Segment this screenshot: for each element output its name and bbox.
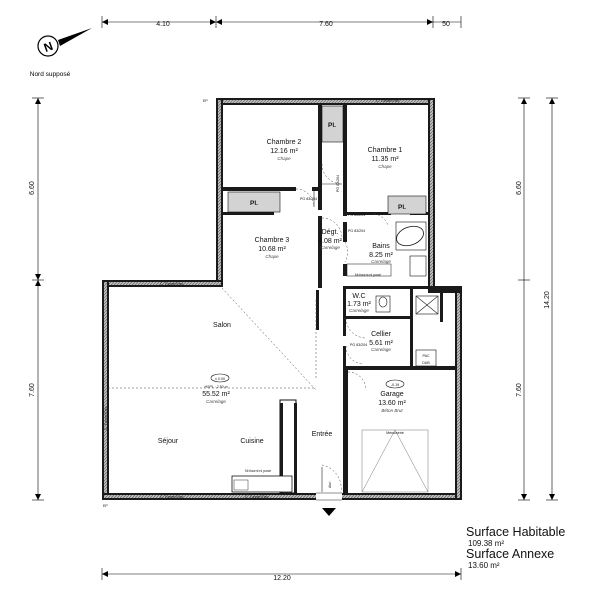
dimension-bottom: 12.20 xyxy=(101,568,462,582)
dim-right-total: 14.20 xyxy=(544,291,551,309)
dimension-top: 4.10 7.60 50 xyxy=(101,16,462,28)
sejour-name: Séjour xyxy=(158,438,179,445)
dimension-left: 6.60 7.60 xyxy=(29,97,44,501)
living-floor: Carrelage xyxy=(206,399,226,404)
dim-left-upper: 6.60 xyxy=(29,181,36,195)
pac-unit xyxy=(415,349,437,367)
door-code-4: PG 83/204 xyxy=(348,229,365,233)
chauffe-top: C. Tunnel Elec xyxy=(376,99,400,103)
non-fourni-cuisine: Ni fourni ni posé xyxy=(245,469,271,473)
annexe-value: 13.60 m² xyxy=(468,561,500,570)
chambre3-name: Chambre 3 xyxy=(255,237,290,244)
ep-label-top: EP xyxy=(203,99,208,103)
bath-fixtures xyxy=(346,221,439,367)
compass-ring-icon xyxy=(37,35,59,57)
dub-label: DUB xyxy=(422,361,430,365)
garage-level: -0.19 xyxy=(391,383,399,387)
habitable-label: Surface Habitable xyxy=(466,525,566,539)
garage-level-marker-icon xyxy=(385,379,405,389)
cellier-floor: Carrelage xyxy=(371,347,391,352)
dim-right-upper: 6.60 xyxy=(516,181,523,195)
door-code-3: PG 83/204 xyxy=(348,213,365,217)
habitable-value: 109.38 m² xyxy=(468,539,505,548)
dim-left-lower: 7.60 xyxy=(29,383,36,397)
chauffe-salon: C. Tunnel Elec xyxy=(160,282,184,286)
door-code-1: PG 83/204 xyxy=(300,197,317,201)
living-area: 55.52 m² xyxy=(202,391,230,398)
exterior-walls xyxy=(102,98,462,501)
garage-details xyxy=(108,287,429,493)
dim-right-lower: 7.60 xyxy=(516,383,523,397)
degt-name: Dégt. xyxy=(322,229,339,236)
bains-name: Bains xyxy=(372,243,390,250)
chauffe-bottom-2: C. Tunnel Elec xyxy=(245,495,269,499)
chambre1-area: 11.35 m² xyxy=(371,156,399,163)
entry-arrow-icon xyxy=(322,508,336,516)
garage-name: Garage xyxy=(380,391,403,398)
chambre1-floor: Chape xyxy=(378,164,392,169)
abri-label: Abri xyxy=(328,481,332,488)
door-code-2: PG 83/204 xyxy=(336,175,340,192)
degt-area: 4.08 m² xyxy=(318,238,342,245)
cellier-area: 5.61 m² xyxy=(369,340,393,347)
chambre3-area: 10.68 m² xyxy=(258,246,286,253)
entree-name: Entrée xyxy=(312,431,333,438)
dim-bottom: 12.20 xyxy=(273,575,291,582)
living-hspl: HSPL : 2.50 m xyxy=(204,385,227,389)
level-marker-icon xyxy=(210,373,230,383)
annotations: PAC DUB Ni fourni ni posé Ni fourni ni p… xyxy=(103,99,430,508)
pac-label: PAC xyxy=(422,354,430,358)
surface-summary: Surface Habitable 109.38 m² Surface Anne… xyxy=(466,525,566,571)
chambre2-area: 12.16 m² xyxy=(270,148,298,155)
bathtub-icon xyxy=(396,225,424,247)
bains-floor: Carrelage xyxy=(371,259,391,264)
interior-walls xyxy=(222,104,455,494)
ep-label-bottom: EP xyxy=(103,504,108,508)
room-labels: Chambre 2 12.16 m² Chape Chambre 1 11.35… xyxy=(158,139,407,445)
placard-chambre1-label: Pl. xyxy=(398,204,406,211)
cellier-name: Cellier xyxy=(371,331,392,338)
cuisine-name: Cuisine xyxy=(240,438,263,445)
door-code-5: PG 83/204 xyxy=(350,343,367,347)
garage-area: 13.60 m² xyxy=(378,400,406,407)
north-arrow-icon xyxy=(58,28,92,46)
placard-chambre2 xyxy=(321,105,344,143)
chauffe-bottom-1: C. Tunnel Elec xyxy=(160,495,184,499)
washbasin-icon xyxy=(409,255,427,277)
degt-floor: Carrelage xyxy=(320,245,340,250)
wc-floor: Carrelage xyxy=(349,308,369,313)
living-level: ± 0.00 xyxy=(215,377,225,381)
chambre2-name: Chambre 2 xyxy=(267,139,302,146)
dim-top-left: 4.10 xyxy=(156,21,170,28)
chambre2-floor: Chape xyxy=(277,156,291,161)
salon-name: Salon xyxy=(213,322,231,329)
chambre1-name: Chambre 1 xyxy=(368,147,403,154)
compass: N Nord supposé xyxy=(30,28,92,78)
compass-label: Nord supposé xyxy=(30,71,71,78)
chambre3-floor: Chape xyxy=(265,254,279,259)
compass-letter: N xyxy=(42,39,55,55)
dim-top-right: 50 xyxy=(442,21,450,28)
wc-name: W.C xyxy=(352,293,365,300)
bains-area: 8.25 m² xyxy=(369,252,393,259)
placard-chambre2-label: Pl. xyxy=(328,122,336,129)
dim-top-mid: 7.60 xyxy=(319,21,333,28)
wc-area: 1.73 m² xyxy=(347,301,371,308)
placard-chambre3-label: Pl. xyxy=(250,200,258,207)
annexe-label: Surface Annexe xyxy=(466,547,555,561)
garage-floor: Béton Brut xyxy=(381,408,403,413)
chauffe-left: C. Tunnel Elec xyxy=(104,406,108,430)
placard-chambre1 xyxy=(387,195,427,215)
doors xyxy=(295,163,389,493)
dimension-right: 6.60 14.20 7.60 xyxy=(516,97,558,501)
toilet-icon xyxy=(375,295,391,313)
menuiserie-label: Menuiserie xyxy=(386,431,404,435)
placards: Pl. Pl. Pl. xyxy=(227,105,427,215)
non-fourni-bains: Ni fourni ni posé xyxy=(355,273,381,277)
placard-chambre3 xyxy=(227,191,281,213)
